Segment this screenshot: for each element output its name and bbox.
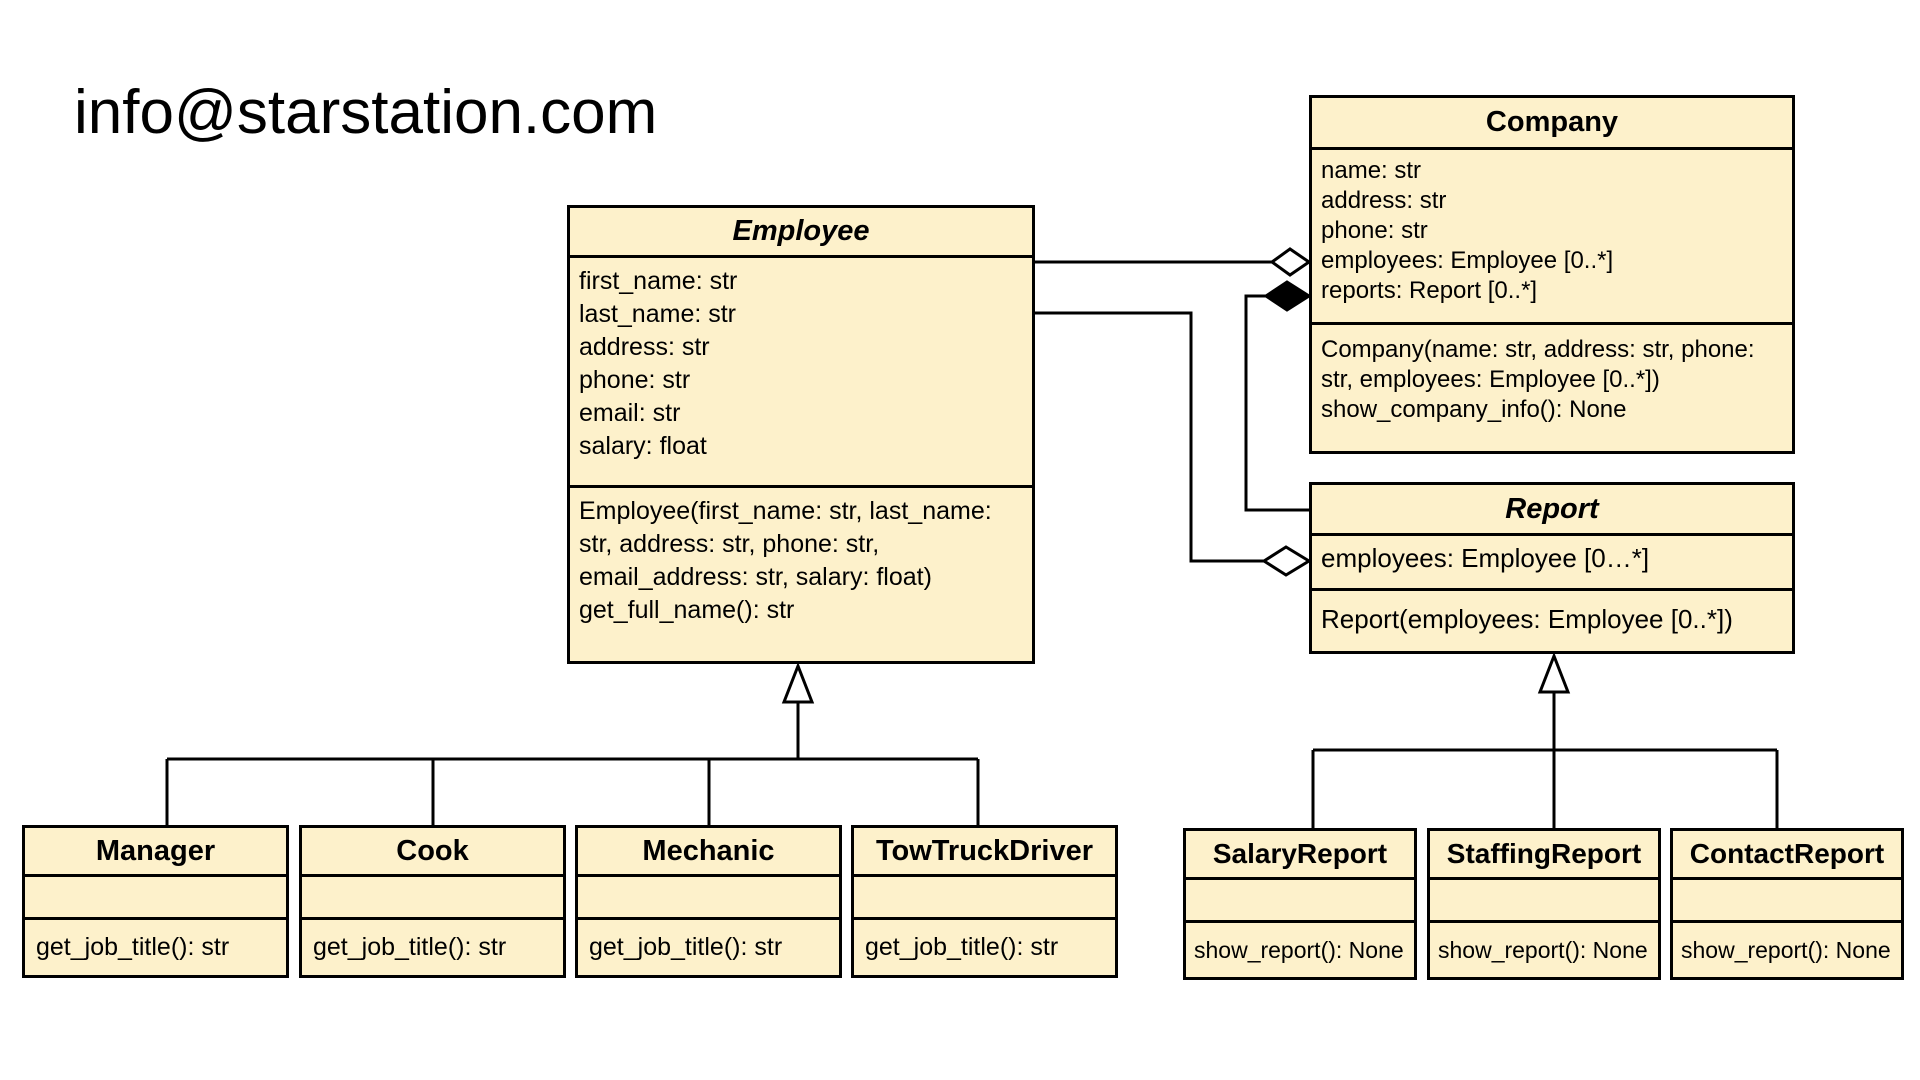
class-methods: Employee(first_name: str, last_name: str…: [570, 488, 1032, 661]
class-name: Mechanic: [578, 828, 839, 877]
report-company-composition-line: [1244, 294, 1309, 512]
class-attributes: name: str address: str phone: str employ…: [1312, 150, 1792, 325]
email-address-label: info@starstation.com: [74, 78, 658, 147]
report-aggregation-diamond: [1261, 545, 1312, 577]
class-name: Employee: [570, 208, 1032, 258]
class-attributes: employees: Employee [0…*]: [1312, 536, 1792, 591]
cook-class-box: Cook get_job_title(): str: [299, 825, 566, 978]
class-attributes: [1673, 880, 1901, 923]
class-method: show_report(): None: [1194, 936, 1404, 963]
method: show_company_info(): None: [1321, 396, 1627, 423]
employee-class-box: Employee first_name: str last_name: str …: [567, 205, 1035, 664]
company-aggregation-diamond: [1269, 247, 1312, 277]
attribute: employees: Employee [0…*]: [1321, 543, 1650, 573]
class-method: get_job_title(): str: [313, 933, 507, 961]
class-methods: Company(name: str, address: str, phone: …: [1312, 325, 1792, 451]
class-attributes: [1430, 880, 1658, 923]
class-attributes: [578, 877, 839, 920]
employee-report-aggregation-line: [1035, 311, 1264, 563]
class-methods: Report(employees: Employee [0..*]): [1312, 591, 1792, 651]
method: Company(name: str, address: str, phone: …: [1321, 336, 1755, 393]
class-attributes: [854, 877, 1115, 920]
mechanic-class-box: Mechanic get_job_title(): str: [575, 825, 842, 978]
class-name: Report: [1312, 485, 1792, 536]
method: Employee(first_name: str, last_name: str…: [579, 497, 992, 591]
class-name: Company: [1312, 98, 1792, 150]
class-attributes: [1186, 880, 1414, 923]
staffingreport-class-box: StaffingReport show_report(): None: [1427, 828, 1661, 980]
report-class-box: Report employees: Employee [0…*] Report(…: [1309, 482, 1795, 654]
attribute: first_name: str: [579, 267, 738, 295]
class-name: ContactReport: [1673, 831, 1901, 880]
attribute: phone: str: [1321, 217, 1428, 244]
attribute: email: str: [579, 399, 681, 427]
attribute: employees: Employee [0..*]: [1321, 247, 1614, 274]
report-generalization-triangle: [1537, 651, 1571, 694]
employee-generalization-triangle: [781, 661, 815, 704]
method: Report(employees: Employee [0..*]): [1321, 604, 1733, 634]
class-method: show_report(): None: [1438, 936, 1648, 963]
class-method: get_job_title(): str: [865, 933, 1059, 961]
class-name: TowTruckDriver: [854, 828, 1115, 877]
company-composition-diamond: [1263, 280, 1312, 312]
class-name: StaffingReport: [1430, 831, 1658, 880]
manager-class-box: Manager get_job_title(): str: [22, 825, 289, 978]
attribute: address: str: [579, 333, 710, 361]
class-name: SalaryReport: [1186, 831, 1414, 880]
class-method: show_report(): None: [1681, 936, 1891, 963]
method: get_full_name(): str: [579, 596, 795, 624]
class-attributes: first_name: str last_name: str address: …: [570, 258, 1032, 488]
class-name: Cook: [302, 828, 563, 877]
towtruckdriver-class-box: TowTruckDriver get_job_title(): str: [851, 825, 1118, 978]
attribute: reports: Report [0..*]: [1321, 277, 1538, 304]
attribute: phone: str: [579, 366, 691, 394]
class-attributes: [302, 877, 563, 920]
class-method: get_job_title(): str: [36, 933, 230, 961]
class-name: Manager: [25, 828, 286, 877]
attribute: address: str: [1321, 187, 1447, 214]
company-class-box: Company name: str address: str phone: st…: [1309, 95, 1795, 454]
salaryreport-class-box: SalaryReport show_report(): None: [1183, 828, 1417, 980]
class-method: get_job_title(): str: [589, 933, 783, 961]
attribute: name: str: [1321, 157, 1422, 184]
class-attributes: [25, 877, 286, 920]
attribute: last_name: str: [579, 300, 737, 328]
attribute: salary: float: [579, 432, 707, 460]
contactreport-class-box: ContactReport show_report(): None: [1670, 828, 1904, 980]
